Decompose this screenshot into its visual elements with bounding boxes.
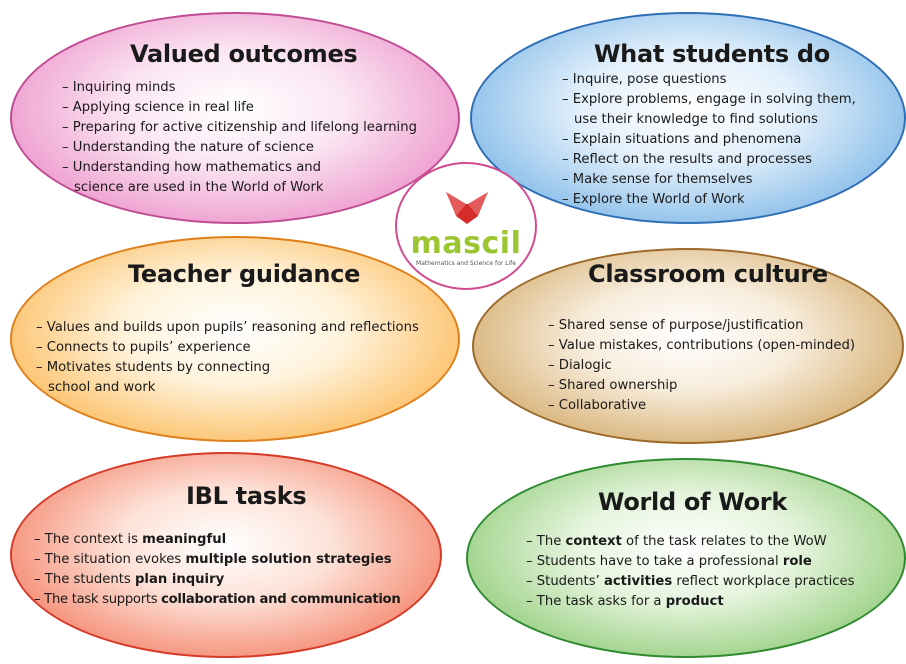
list-item: – Explore the World of Work bbox=[562, 192, 745, 207]
item-text-tail: of the task relates to the WoW bbox=[621, 534, 827, 549]
world-of-work-title: World of Work bbox=[598, 488, 787, 516]
list-item: – Understanding how mathematics and bbox=[62, 160, 321, 175]
list-item: – Applying science in real life bbox=[62, 100, 254, 115]
list-item: – The task asks for a product bbox=[526, 592, 854, 612]
ibl-tasks-list: – The context is meaningful – The situat… bbox=[34, 530, 401, 610]
list-item: – Make sense for themselves bbox=[562, 172, 753, 187]
item-emphasis: multiple solution strategies bbox=[185, 552, 392, 567]
what-students-do-list: – Inquire, pose questions – Explore prob… bbox=[562, 70, 856, 210]
list-item: – Preparing for active citizenship and l… bbox=[62, 120, 417, 135]
list-item: – Shared ownership bbox=[548, 378, 678, 393]
item-text: – The task asks for a bbox=[526, 594, 666, 609]
list-item-continuation: school and work bbox=[48, 380, 156, 395]
list-item: – The context is meaningful bbox=[34, 530, 400, 550]
logo-tagline: Mathematics and Science for Life bbox=[416, 260, 516, 267]
list-item-continuation: use their knowledge to find solutions bbox=[574, 112, 818, 127]
item-emphasis: meaningful bbox=[142, 532, 227, 547]
list-item: – Understanding the nature of science bbox=[62, 140, 314, 155]
item-text: – The bbox=[526, 534, 566, 549]
list-item: – Motivates students by connecting bbox=[36, 360, 271, 375]
ibl-tasks-title: IBL tasks bbox=[186, 482, 307, 510]
classroom-culture-title: Classroom culture bbox=[588, 260, 828, 288]
item-text: – Students have to take a professional bbox=[526, 554, 783, 569]
classroom-culture-ellipse bbox=[472, 248, 904, 444]
list-item-continuation: science are used in the World of Work bbox=[74, 180, 324, 195]
list-item: – Value mistakes, contributions (open-mi… bbox=[548, 338, 856, 353]
list-item: – Values and builds upon pupils’ reasoni… bbox=[36, 320, 419, 335]
teacher-guidance-list: – Values and builds upon pupils’ reasoni… bbox=[36, 318, 419, 398]
item-text: – The task supports bbox=[34, 592, 162, 607]
item-emphasis: context bbox=[565, 534, 622, 549]
list-item: – Students have to take a professional r… bbox=[526, 552, 854, 572]
teacher-guidance-title: Teacher guidance bbox=[128, 260, 361, 288]
mascil-logo: mascil Mathematics and Science for Life bbox=[395, 162, 537, 290]
world-of-work-ellipse bbox=[466, 458, 906, 658]
list-item: – The students plan inquiry bbox=[34, 570, 400, 590]
what-students-do-title: What students do bbox=[594, 40, 830, 68]
item-emphasis: product bbox=[665, 594, 724, 609]
list-item: – The situation evokes multiple solution… bbox=[34, 550, 400, 570]
list-item: – Students’ activities reflect workplace… bbox=[526, 572, 854, 592]
list-item: – Dialogic bbox=[548, 358, 612, 373]
classroom-culture-list: – Shared sense of purpose/justification … bbox=[548, 316, 855, 416]
list-item: – Connects to pupils’ experience bbox=[36, 340, 251, 355]
logo-wordmark: mascil bbox=[410, 226, 522, 261]
list-item: – The context of the task relates to the… bbox=[526, 532, 854, 552]
item-text: – The situation evokes bbox=[34, 552, 186, 567]
item-text: – Students’ bbox=[526, 574, 604, 589]
teacher-guidance-ellipse bbox=[10, 236, 460, 442]
list-item: – Shared sense of purpose/justification bbox=[548, 318, 804, 333]
list-item: – Inquire, pose questions bbox=[562, 72, 727, 87]
list-item: – Explain situations and phenomena bbox=[562, 132, 802, 147]
valued-outcomes-list: – Inquiring minds – Applying science in … bbox=[62, 78, 417, 198]
world-of-work-list: – The context of the task relates to the… bbox=[526, 532, 854, 612]
list-item: – Reflect on the results and processes bbox=[562, 152, 812, 167]
item-emphasis: plan inquiry bbox=[134, 572, 225, 587]
valued-outcomes-ellipse bbox=[10, 12, 460, 224]
item-text: – The context is bbox=[34, 532, 143, 547]
mascil-logo-mark-icon bbox=[446, 192, 488, 224]
list-item: – Inquiring minds bbox=[62, 80, 176, 95]
item-emphasis: role bbox=[782, 554, 812, 569]
what-students-do-ellipse bbox=[470, 12, 906, 224]
ibl-tasks-ellipse bbox=[10, 452, 442, 658]
item-emphasis: activities bbox=[603, 574, 673, 589]
item-text-tail: reflect workplace practices bbox=[672, 574, 855, 589]
list-item: – Explore problems, engage in solving th… bbox=[562, 92, 856, 107]
list-item: – The task supports collaboration and co… bbox=[34, 590, 401, 610]
valued-outcomes-title: Valued outcomes bbox=[130, 40, 358, 68]
item-text: – The students bbox=[34, 572, 135, 587]
list-item: – Collaborative bbox=[548, 398, 647, 413]
item-emphasis: collaboration and communication bbox=[161, 592, 401, 607]
